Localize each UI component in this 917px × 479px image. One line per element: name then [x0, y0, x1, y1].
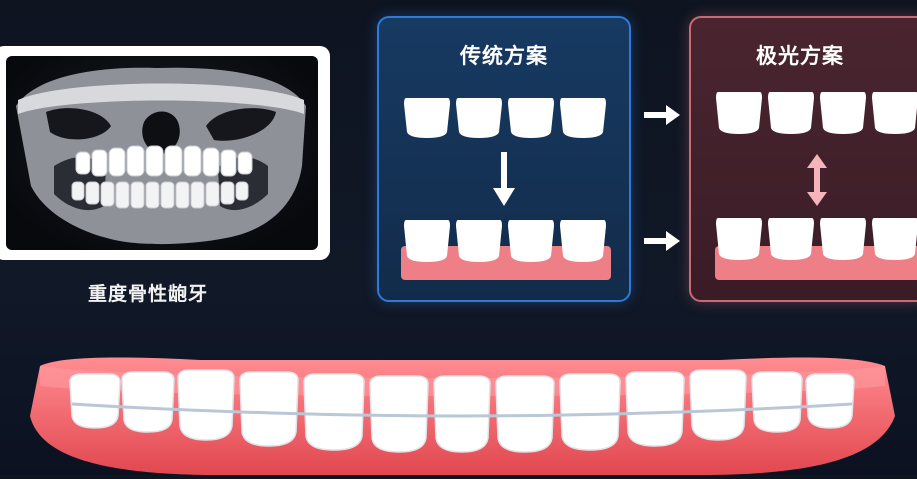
xray-caption: 重度骨性龅牙 — [88, 283, 209, 305]
tooth — [560, 98, 606, 138]
brace-wire — [71, 402, 853, 418]
aurora-plan-title: 极光方案 — [756, 44, 844, 68]
tooth — [751, 371, 803, 433]
tooth — [625, 371, 685, 447]
skull-xray-image — [6, 56, 318, 250]
traditional-after-teeth — [403, 218, 608, 262]
dental-arch-illustration — [30, 357, 895, 475]
tooth — [559, 373, 621, 451]
tooth — [456, 98, 502, 138]
tooth — [404, 98, 450, 138]
right-arrow-icon — [644, 231, 680, 251]
xray-card — [0, 46, 330, 260]
tooth — [303, 373, 365, 451]
dental-arch-band — [0, 346, 917, 475]
tooth — [369, 375, 429, 453]
tooth — [69, 373, 121, 429]
traditional-plan-panel: 传统方案 — [377, 16, 631, 302]
traditional-before-teeth — [403, 96, 608, 140]
traditional-plan-title: 传统方案 — [460, 44, 548, 68]
aurora-after-teeth — [715, 216, 917, 260]
tooth — [239, 371, 299, 447]
skull-illustration — [16, 67, 306, 245]
right-arrow-icon — [644, 105, 680, 125]
tooth — [689, 369, 747, 441]
tooth — [805, 373, 855, 429]
tooth — [121, 371, 175, 433]
tooth — [433, 375, 491, 453]
aurora-before-teeth — [715, 90, 917, 134]
down-arrow-icon — [493, 152, 515, 206]
tooth — [495, 375, 555, 453]
up-down-arrow-icon — [807, 154, 827, 206]
tooth — [508, 98, 554, 138]
tooth — [177, 369, 235, 441]
aurora-plan-panel: 极光方案 — [689, 16, 917, 302]
